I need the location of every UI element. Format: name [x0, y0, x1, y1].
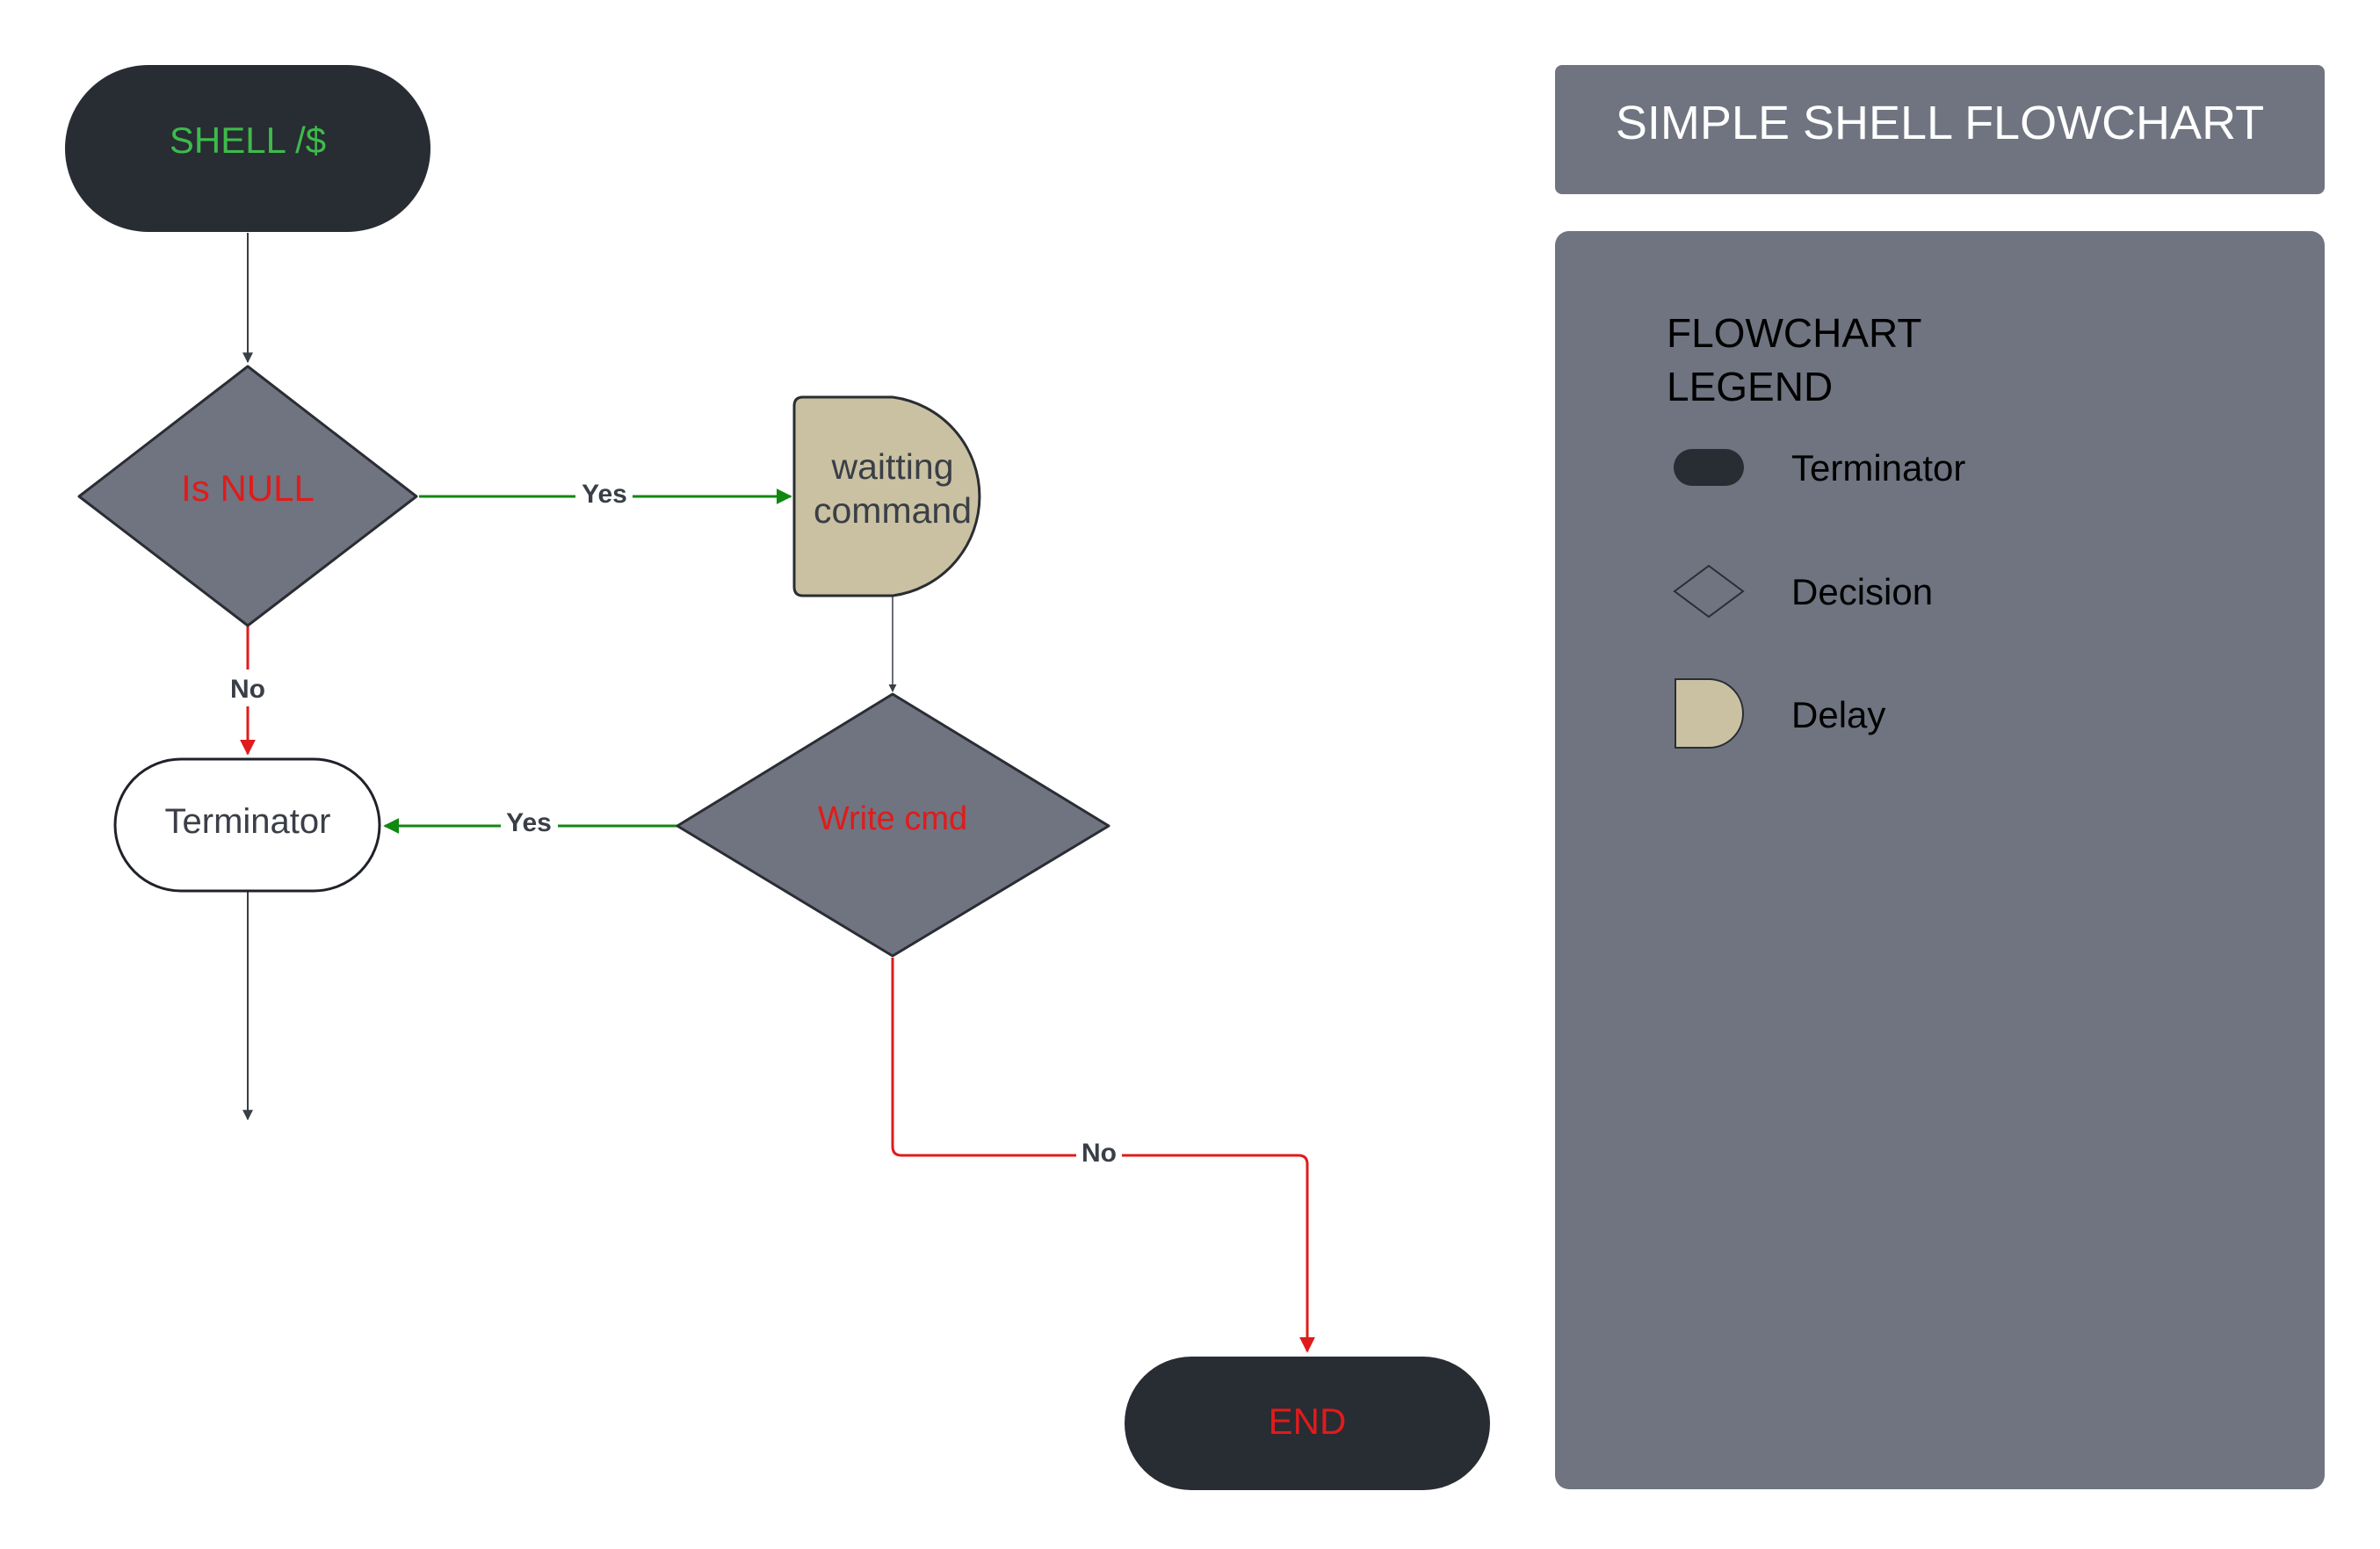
edge-label-no: No [230, 675, 265, 704]
legend-item-terminator: Terminator [1674, 447, 1965, 489]
waiting-command-delay[interactable]: waitting command [792, 395, 981, 597]
end-terminator[interactable]: END [1125, 1357, 1490, 1490]
edge-isnull-no: No [220, 626, 276, 756]
legend-title-line1: FLOWCHART [1667, 310, 1922, 356]
end-label: END [1269, 1401, 1347, 1442]
delay-icon [1675, 678, 1744, 749]
legend-item-label: Terminator [1791, 447, 1965, 489]
legend-item-label: Delay [1791, 694, 1885, 735]
is-null-label: Is NULL [181, 467, 315, 509]
terminator-icon [1674, 449, 1744, 486]
write-cmd-label: Write cmd [818, 800, 967, 837]
edge-write-no: No [891, 958, 1315, 1353]
waiting-label-line2: command [814, 490, 972, 531]
title-box: SIMPLE SHELL FLOWCHART [1555, 65, 2325, 194]
write-cmd-decision[interactable]: Write cmd [676, 692, 1110, 958]
legend-item-delay: Delay [1675, 678, 1885, 749]
edge-write-yes: Yes [383, 807, 678, 842]
decision-icon [1673, 564, 1745, 619]
edge-label-yes: Yes [582, 480, 627, 509]
edge-label-yes: Yes [506, 808, 552, 837]
terminator-label: Terminator [165, 802, 331, 841]
start-label: SHELL /$ [170, 119, 326, 161]
start-terminator[interactable]: SHELL /$ [65, 65, 430, 232]
page-title: SIMPLE SHELL FLOWCHART [1616, 97, 2264, 149]
waiting-label-line1: waitting [830, 446, 953, 487]
legend-item-decision: Decision [1673, 564, 1933, 619]
legend-panel: FLOWCHART LEGEND Terminator Decision Del… [1555, 231, 2325, 1489]
legend-title-line2: LEGEND [1667, 364, 1833, 409]
terminator-node[interactable]: Terminator [113, 757, 381, 893]
edge-isnull-yes: Yes [419, 479, 792, 512]
edge-label-no: No [1081, 1139, 1117, 1168]
legend-item-label: Decision [1791, 571, 1933, 612]
is-null-decision[interactable]: Is NULL [77, 365, 418, 627]
